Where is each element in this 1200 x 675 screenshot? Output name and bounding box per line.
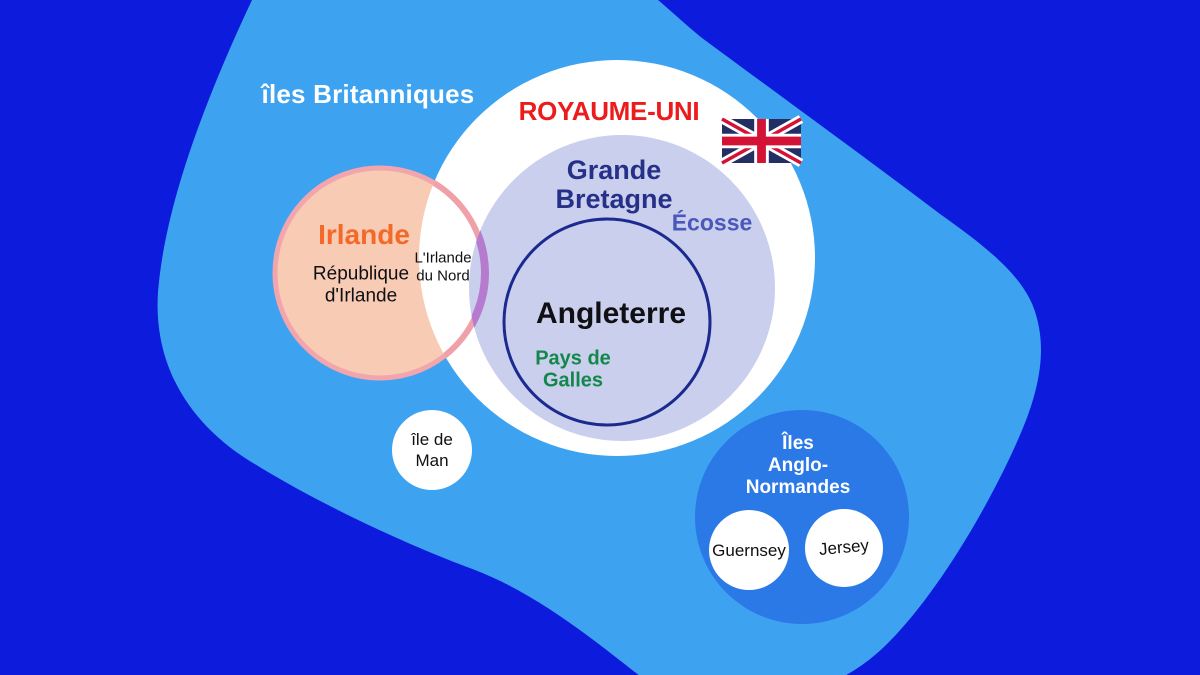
isle-of-man-line2: Man bbox=[415, 451, 449, 470]
england-circle bbox=[502, 217, 712, 427]
great-britain-circle bbox=[469, 135, 775, 441]
ireland-label: Irlande bbox=[318, 218, 410, 250]
republic-of-ireland-label: République d'Irlande bbox=[313, 264, 409, 309]
northern-ireland-line1: L'Irlande bbox=[414, 249, 472, 267]
wales-label: Pays de Galles bbox=[535, 348, 611, 393]
great-britain-line1: Grande bbox=[566, 154, 662, 185]
isle-of-man-circle bbox=[392, 410, 472, 490]
uk-flag-icon bbox=[719, 115, 804, 167]
england-label: Angleterre bbox=[535, 296, 687, 330]
channel-islands-line2: Anglo- bbox=[767, 455, 829, 477]
channel-islands-label: Îles Anglo- Normandes bbox=[746, 433, 851, 499]
wales-line2: Galles bbox=[542, 370, 604, 392]
guernsey-circle bbox=[709, 510, 789, 590]
northern-ireland-arc bbox=[469, 164, 489, 382]
channel-islands-line1: Îles bbox=[782, 433, 814, 455]
united-kingdom-label: ROYAUME-UNI bbox=[518, 95, 700, 126]
northern-ireland-label: L'Irlande du Nord bbox=[414, 250, 471, 287]
republic-line2: d'Irlande bbox=[324, 286, 398, 307]
jersey-circle bbox=[805, 509, 883, 587]
wales-line1: Pays de bbox=[535, 347, 611, 370]
channel-islands-line3: Normandes bbox=[745, 476, 851, 498]
british-isles-label: îles Britanniques bbox=[261, 78, 475, 109]
republic-line1: République bbox=[312, 263, 410, 285]
great-britain-label: Grande Bretagne bbox=[555, 154, 673, 214]
northern-ireland-line2: du Nord bbox=[416, 268, 470, 285]
isle-of-man-line1: île de bbox=[411, 429, 453, 449]
isle-of-man-label: île de Man bbox=[411, 429, 453, 472]
scotland-label: Écosse bbox=[671, 209, 753, 236]
great-britain-line2: Bretagne bbox=[555, 184, 673, 214]
guernsey-label: Guernsey bbox=[712, 540, 786, 560]
